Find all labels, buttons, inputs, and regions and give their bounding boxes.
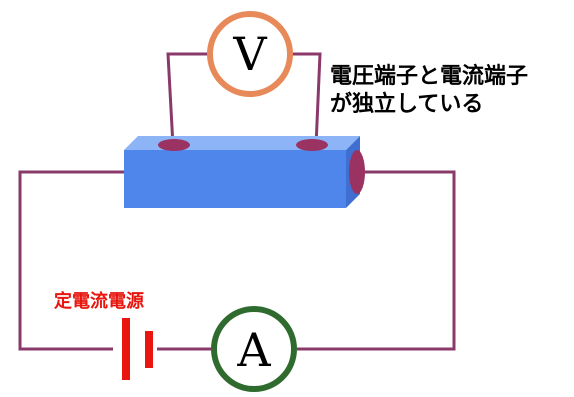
- voltmeter-symbol: V: [232, 27, 267, 81]
- voltmeter-wire: [166, 52, 216, 147]
- ammeter-ring: [211, 306, 297, 392]
- note-line: が独立している: [330, 92, 484, 117]
- ammeter: A: [211, 306, 297, 392]
- terminal-independence-note: 電圧端子と電流端子 が独立している: [330, 66, 528, 122]
- ammeter-symbol: A: [236, 323, 271, 377]
- battery-plate-long: [122, 318, 130, 380]
- note-line: 電圧端子と電流端子: [330, 64, 529, 89]
- current-wire: [18, 170, 124, 351]
- voltmeter-wire: [284, 52, 322, 147]
- current-terminal-end: [349, 150, 365, 194]
- current-wire: [297, 170, 456, 351]
- voltmeter: V: [207, 11, 293, 97]
- current-source-label: 定電流電源: [54, 291, 144, 312]
- battery-plate-short: [145, 331, 153, 368]
- voltage-terminal-left: [158, 139, 190, 151]
- voltage-terminal-right: [296, 139, 328, 151]
- voltmeter-ring: [207, 11, 293, 97]
- sample-bar-front-face: [124, 150, 346, 208]
